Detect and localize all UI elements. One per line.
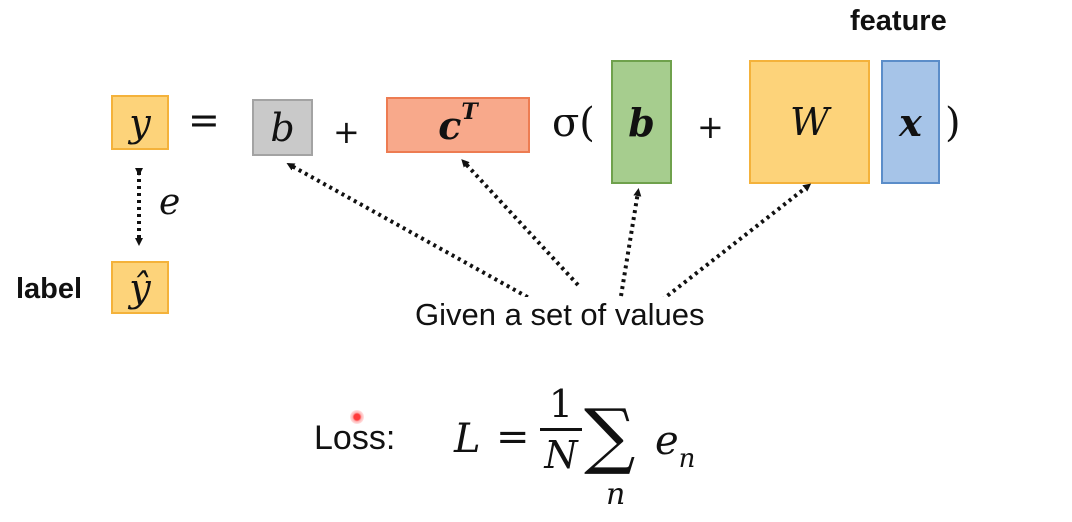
loss-term-subscript: n (678, 444, 696, 474)
bias-scalar-box: b (252, 99, 313, 156)
loss-equals-sign: = (496, 414, 530, 460)
given-values-caption: Given a set of values (413, 297, 707, 333)
loss-label: Loss: (314, 419, 396, 457)
close-paren: ) (945, 100, 961, 146)
arrow-to-b-vector (619, 188, 642, 297)
b-scalar-symbol: b (270, 105, 295, 150)
loss-L-symbol: L (454, 416, 481, 462)
plus-sign-1: + (333, 113, 360, 151)
loss-term-e: en (655, 418, 696, 474)
feature-vector-box: x (881, 60, 940, 184)
summation-sign: ∑ (584, 393, 636, 477)
y-hat-symbol: ŷ (129, 265, 151, 310)
W-symbol: W (789, 100, 830, 144)
equals-sign: = (188, 98, 220, 142)
summation-index: n (606, 477, 626, 512)
plus-sign-2: + (697, 108, 724, 146)
y-symbol: y (129, 100, 151, 145)
transpose-superscript: T (461, 98, 478, 125)
y-output-box: y (111, 95, 169, 150)
c-vector-symbol: cT (438, 98, 478, 148)
fraction-bar (540, 428, 582, 431)
y-hat-box: ŷ (111, 261, 169, 314)
fraction-numerator: 1 (548, 382, 574, 426)
label-text: label (16, 273, 83, 305)
x-symbol: x (899, 99, 922, 145)
fraction-denominator: N (544, 433, 578, 477)
arrow-to-c-transpose (461, 159, 580, 287)
error-e-symbol: e (159, 182, 181, 223)
c-transpose-box: cT (386, 97, 530, 153)
cursor-dot (350, 410, 364, 424)
feature-label: feature (850, 5, 947, 37)
sigma-open: σ( (552, 100, 595, 146)
bias-vector-box: b (611, 60, 672, 184)
b-vector-symbol: b (628, 99, 655, 145)
arrow-to-b-scalar (286, 163, 541, 306)
fraction: 1 N (540, 382, 582, 477)
weight-matrix-box: W (749, 60, 870, 184)
arrow-to-W (660, 183, 812, 302)
